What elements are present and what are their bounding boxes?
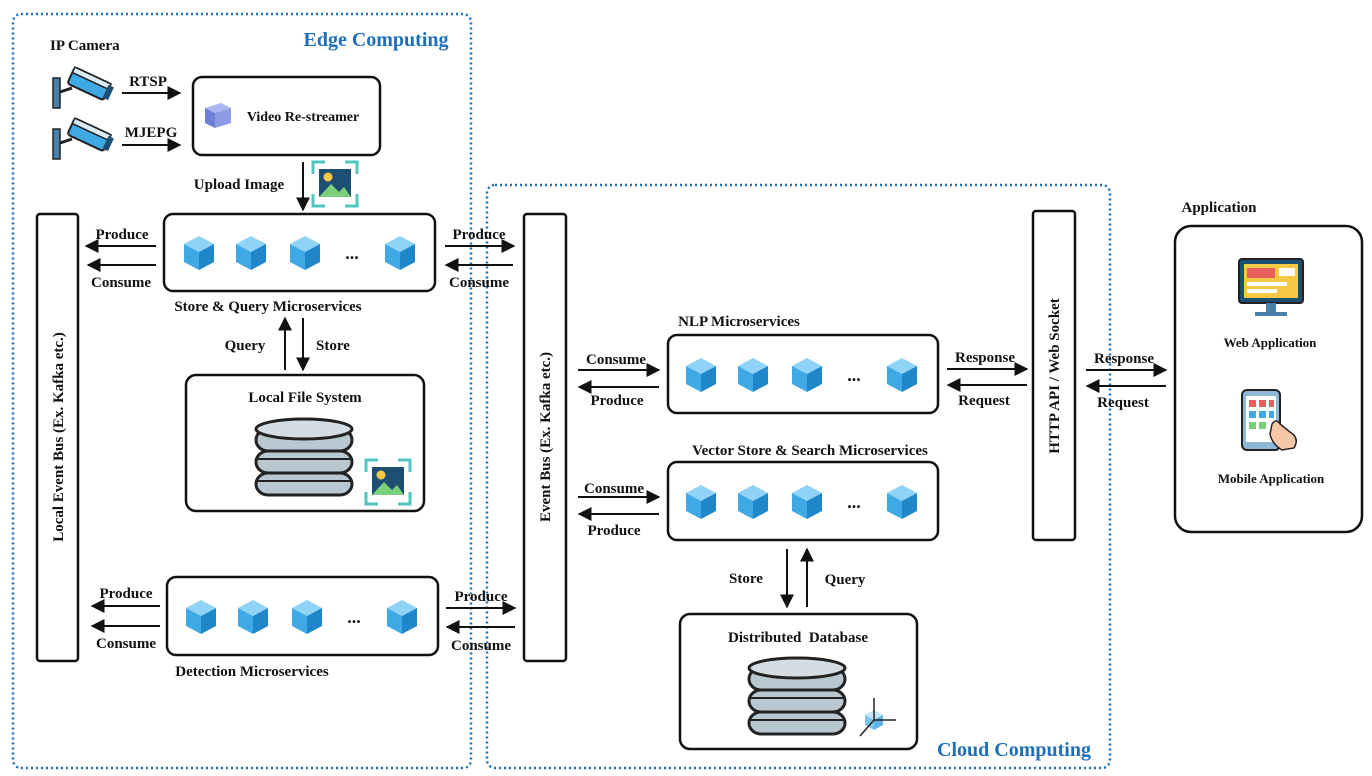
- application-box: [1173, 224, 1364, 534]
- produce-label: Produce: [590, 393, 643, 409]
- ellipsis: ...: [347, 607, 361, 627]
- ellipsis: ...: [847, 492, 861, 512]
- produce-label: Produce: [452, 227, 505, 243]
- ip-camera-title: IP Camera: [50, 38, 120, 54]
- application-title: Application: [1181, 200, 1257, 216]
- ellipsis: ...: [847, 365, 861, 385]
- store-label: Store: [729, 571, 763, 587]
- response-label: Response: [1094, 351, 1154, 367]
- response-label: Response: [955, 350, 1015, 366]
- database-icon: [254, 417, 354, 497]
- mobile-application-label: Mobile Application: [1218, 471, 1325, 486]
- request-label: Request: [958, 393, 1010, 409]
- http-api-bar: [1031, 209, 1077, 542]
- store-label: Store: [316, 338, 350, 354]
- consume-label: Consume: [96, 636, 156, 652]
- nlp-title: NLP Microservices: [678, 314, 800, 330]
- edge-computing-region: [11, 12, 473, 770]
- produce-label: Produce: [587, 523, 640, 539]
- rtsp-label: RTSP: [129, 74, 167, 90]
- store-query-title: Store & Query Microservices: [174, 299, 361, 315]
- consume-label: Consume: [584, 481, 644, 497]
- event-bus: [522, 212, 568, 663]
- consume-label: Consume: [449, 275, 509, 291]
- container-icon: [205, 103, 231, 128]
- axes-cube-icon: [859, 698, 896, 737]
- query-label: Query: [825, 572, 866, 588]
- http-api-label: HTTP API / Web Socket: [1047, 298, 1063, 454]
- mjepg-label: MJEPG: [125, 125, 178, 141]
- local-event-bus: [35, 212, 80, 663]
- camera-icon: [51, 116, 117, 161]
- produce-label: Produce: [99, 586, 152, 602]
- consume-label: Consume: [451, 638, 511, 654]
- distributed-database-title: Distributed Database: [728, 630, 868, 646]
- cloud-computing-title: Cloud Computing: [937, 739, 1091, 761]
- edge-computing-title: Edge Computing: [303, 29, 448, 51]
- camera-icon: [51, 65, 117, 110]
- web-application-label: Web Application: [1224, 335, 1318, 350]
- consume-label: Consume: [91, 275, 151, 291]
- web-application-icon: [1238, 258, 1304, 316]
- mobile-application-icon: [1241, 389, 1297, 451]
- image-icon: [311, 160, 359, 208]
- produce-label: Produce: [95, 227, 148, 243]
- upload-image-label: Upload Image: [194, 177, 285, 193]
- local-file-system-title: Local File System: [248, 390, 362, 406]
- ellipsis: ...: [345, 243, 359, 263]
- database-icon: [747, 656, 847, 736]
- event-bus-label: Event Bus (Ex. Kafka etc.): [538, 352, 554, 522]
- cloud-computing-region: [485, 183, 1112, 770]
- query-label: Query: [225, 338, 266, 354]
- local-event-bus-label: Local Event Bus (Ex. Kafka etc.): [51, 332, 67, 542]
- video-restreamer-label: Video Re-streamer: [247, 110, 359, 125]
- consume-label: Consume: [586, 352, 646, 368]
- request-label: Request: [1097, 395, 1149, 411]
- video-restreamer-box: [191, 75, 382, 157]
- vector-title: Vector Store & Search Microservices: [692, 443, 928, 459]
- produce-label: Produce: [454, 589, 507, 605]
- detection-title: Detection Microservices: [175, 664, 329, 680]
